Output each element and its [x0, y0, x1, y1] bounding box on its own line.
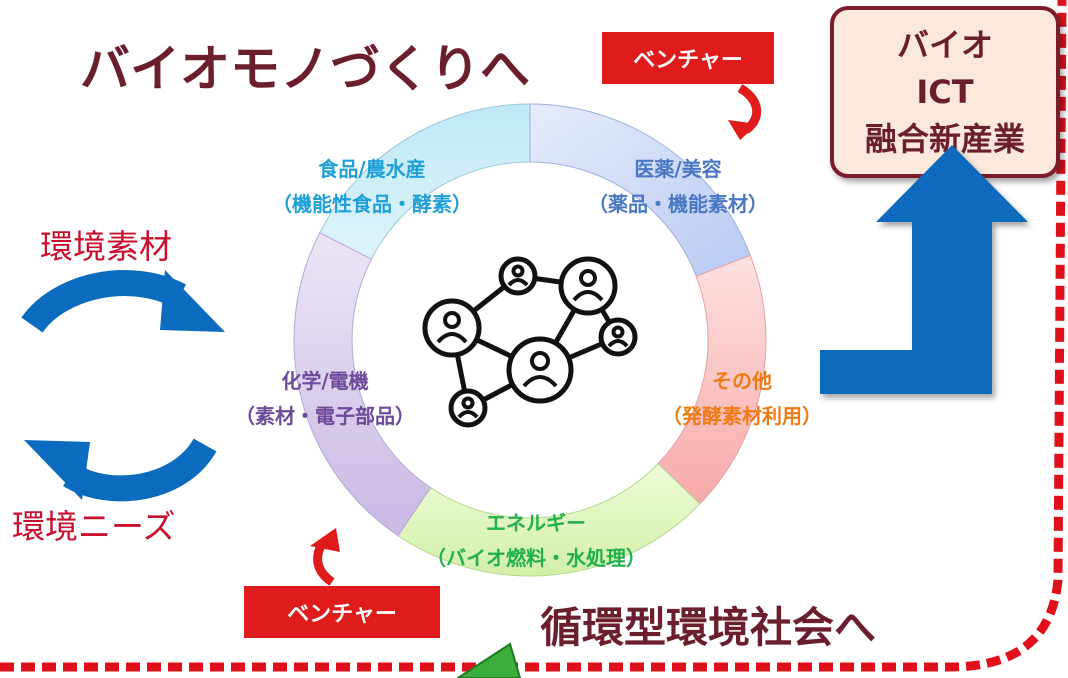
- segment-food-sub: （機能性食品・酵素）: [272, 192, 472, 216]
- segment-chemical-sub: （素材・電子部品）: [235, 404, 415, 428]
- ring-segment-food: [319, 103, 531, 260]
- industry-box-line2: ICT: [916, 73, 973, 111]
- cycle-arrow-top-icon: [21, 270, 225, 334]
- left-label-top: 環境素材: [40, 227, 172, 266]
- segment-medical-sub: （薬品・機能素材）: [588, 192, 768, 216]
- network-people-icon: [422, 256, 638, 428]
- growth-arrow-icon: [820, 145, 1028, 394]
- venture-badge-bottom: ベンチャー: [244, 586, 440, 638]
- ring-segment-medical: [529, 103, 751, 277]
- left-label-bottom: 環境ニーズ: [12, 507, 175, 546]
- segment-other-sub: （発酵素材利用）: [662, 404, 822, 428]
- title-bottom: 循環型環境社会へ: [540, 603, 876, 652]
- venture-badge-bottom-label: ベンチャー: [287, 602, 397, 627]
- venture-badge-top-label: ベンチャー: [633, 48, 743, 73]
- industry-box-line1: バイオ: [897, 26, 993, 64]
- segment-other-title: その他: [712, 369, 772, 393]
- ring-segment-chemical: [293, 232, 432, 537]
- venture-up-arrow-icon: [310, 528, 340, 586]
- segment-energy-title: エネルギー: [486, 511, 586, 535]
- segment-energy-sub: （バイオ燃料・水処理）: [426, 546, 646, 570]
- green-arrow-icon: [456, 642, 522, 678]
- title-top: バイオモノづくりへ: [80, 40, 530, 98]
- industry-box-line3: 融合新産業: [865, 120, 1025, 158]
- cycle-arrow-bottom-icon: [24, 437, 217, 502]
- venture-down-arrow-icon: [728, 84, 761, 140]
- segment-medical-title: 医薬/美容: [634, 157, 721, 181]
- industry-ring: [293, 103, 767, 577]
- segment-chemical-title: 化学/電機: [281, 369, 368, 393]
- segment-food-title: 食品/農水産: [318, 157, 425, 181]
- venture-badge-top: ベンチャー: [602, 32, 774, 84]
